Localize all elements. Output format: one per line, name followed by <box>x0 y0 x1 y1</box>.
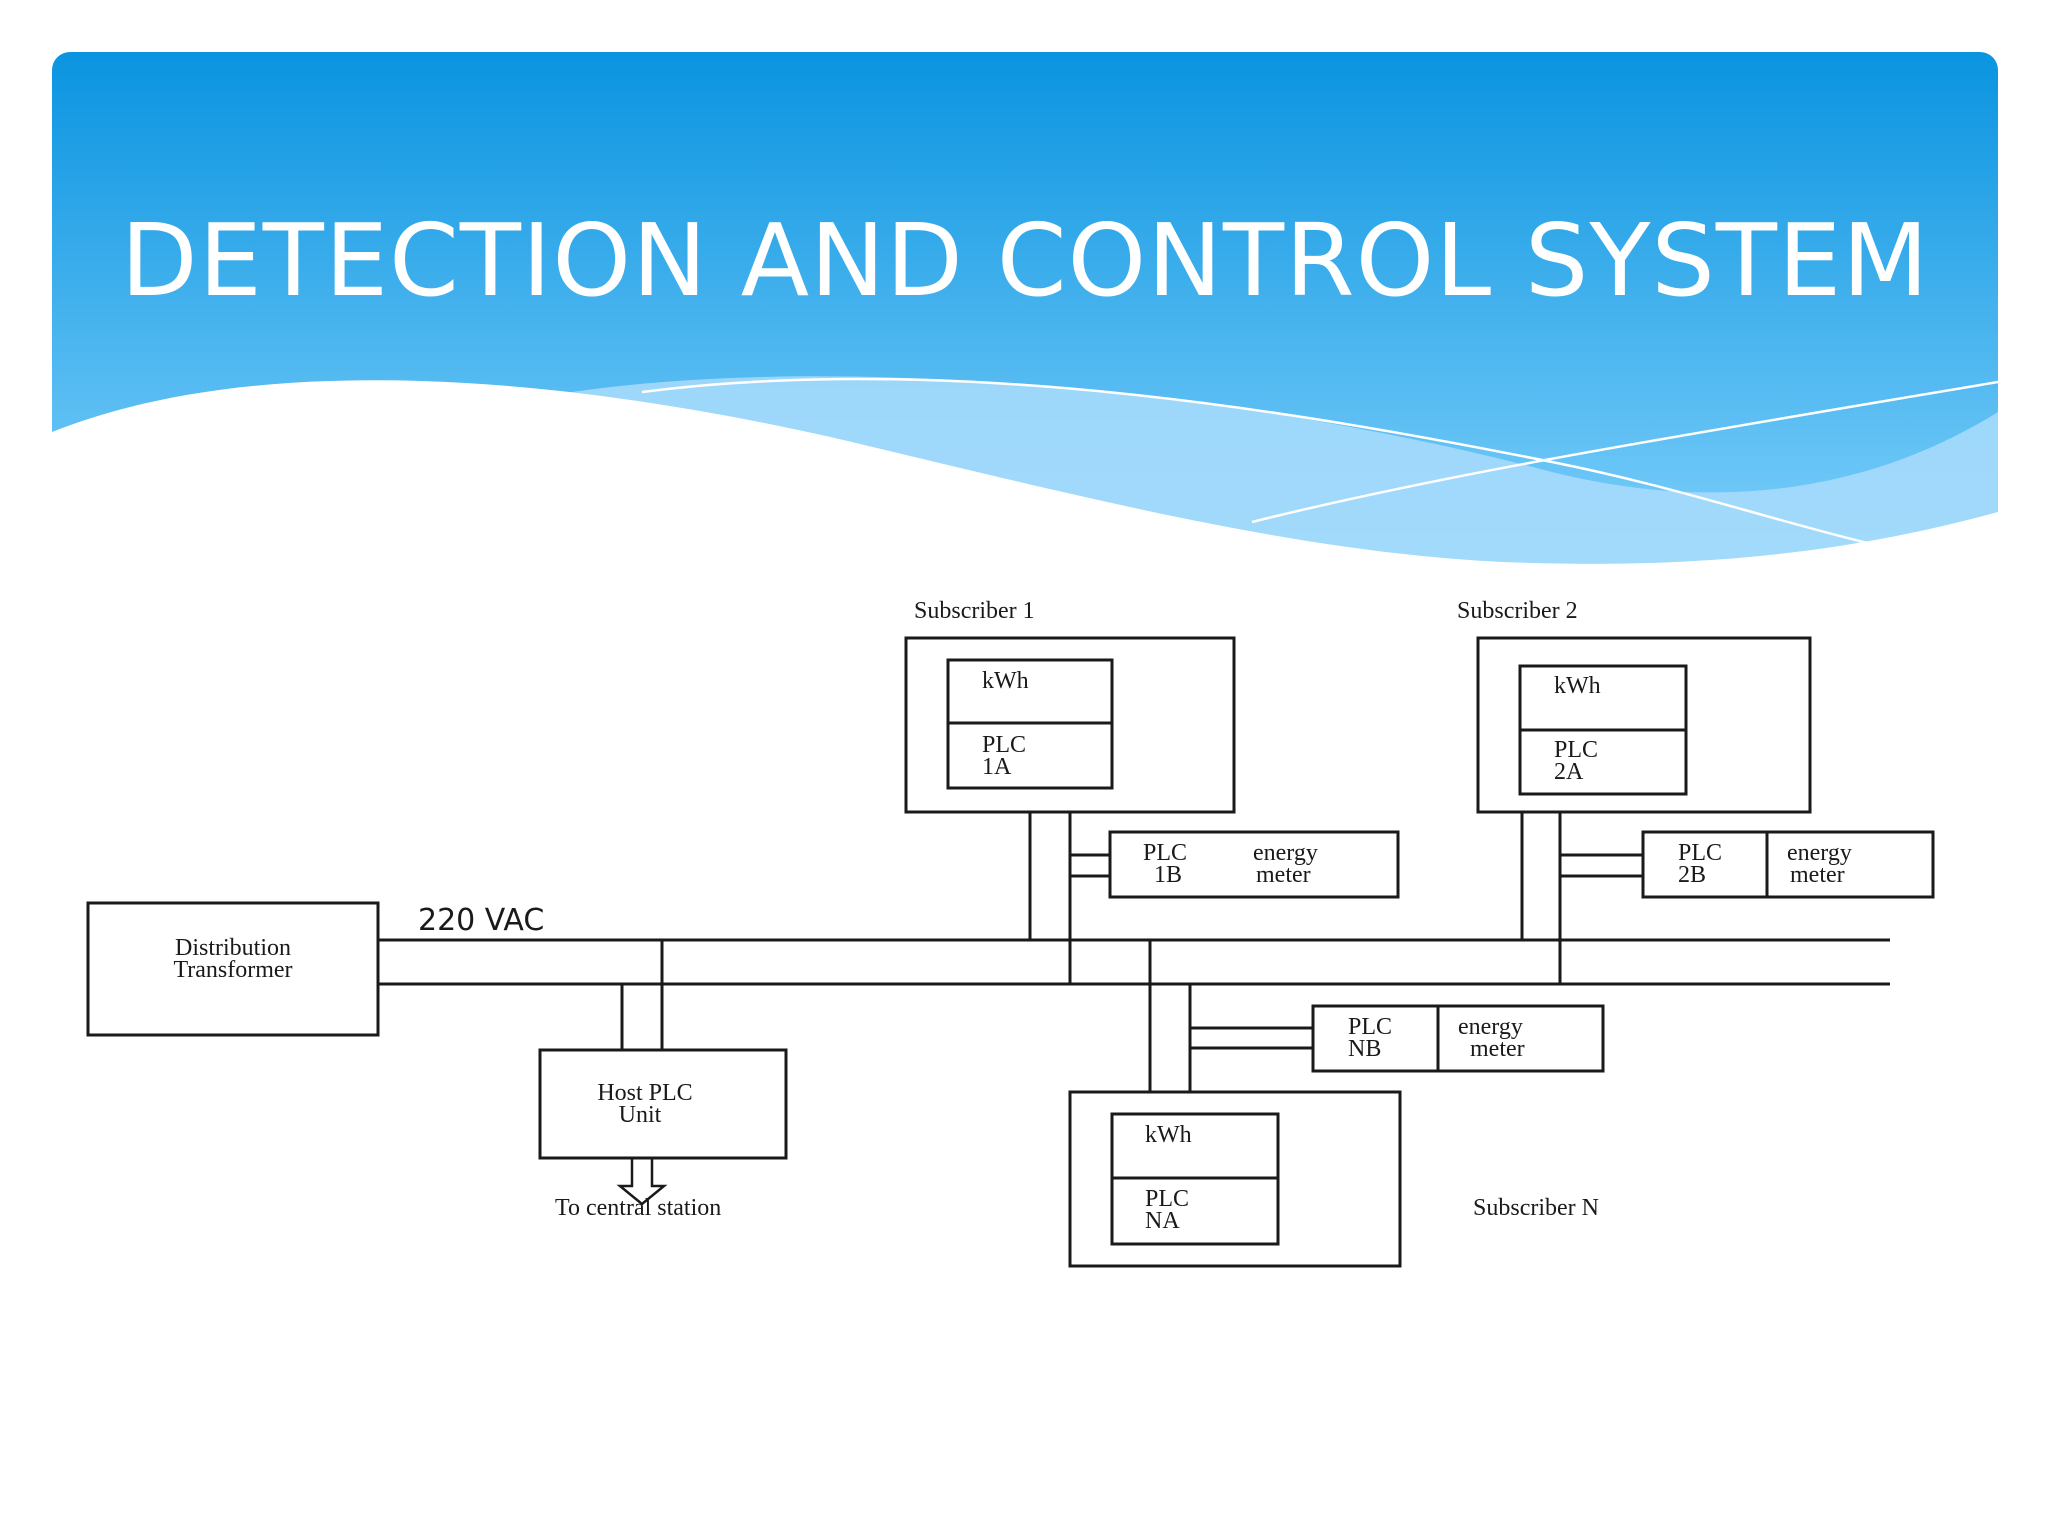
slide-header-banner: DETECTION AND CONTROL SYSTEM <box>52 52 1998 572</box>
plc-2a-label-line1: PLC <box>1554 737 1598 763</box>
subscriber-n-label: Subscriber N <box>1473 1195 1599 1221</box>
subscriber-1-group: Subscriber 1 kWh PLC 1A PLC 1B energy me… <box>904 598 1400 984</box>
plc-nb-meter-box <box>1311 1004 1605 1073</box>
plc-2b-label-line2: 2B <box>1678 862 1706 888</box>
subscriber-2-label: Subscriber 2 <box>1457 598 1578 624</box>
transformer-label-line1: Distribution <box>175 935 291 961</box>
kwh-2-label: kWh <box>1554 673 1601 699</box>
host-plc-unit: Host PLC Unit To central station <box>538 940 788 1221</box>
meter-1b-label-line2: meter <box>1256 862 1311 888</box>
header-background <box>52 52 1998 572</box>
plc-1b-label-line1: PLC <box>1143 840 1187 866</box>
plc-2b-meter-box <box>1641 830 1935 899</box>
slide-title: DETECTION AND CONTROL SYSTEM <box>120 202 1930 319</box>
meter-nb-label-line1: energy <box>1458 1014 1523 1040</box>
meter-2b-label-line2: meter <box>1790 862 1845 888</box>
plc-1b-meter-box <box>1108 830 1400 899</box>
host-label-line1: Host PLC <box>597 1080 692 1106</box>
central-station-label: To central station <box>555 1195 721 1221</box>
subscriber-1-box <box>904 636 1236 814</box>
plc-1a-label-line2: 1A <box>982 754 1012 780</box>
meter-2b-label-line1: energy <box>1787 840 1852 866</box>
subscriber-1-label: Subscriber 1 <box>914 598 1035 624</box>
plc-na-label-line2: NA <box>1145 1208 1180 1234</box>
distribution-transformer: Distribution Transformer <box>86 901 380 1037</box>
transformer-label-line2: Transformer <box>173 957 292 983</box>
subscriber-2-group: Subscriber 2 kWh PLC 2A PLC 2B energy me… <box>1457 598 1935 984</box>
transformer-box <box>86 901 380 1037</box>
host-label-line2: Unit <box>619 1102 662 1128</box>
plc-1a-label-line1: PLC <box>982 732 1026 758</box>
plc-2a-label-line2: 2A <box>1554 759 1584 785</box>
meter-1b-label-line1: energy <box>1253 840 1318 866</box>
wave-white <box>52 380 1998 572</box>
wave-line-1 <box>641 377 1953 564</box>
voltage-label: 220 VAC <box>418 903 544 938</box>
meter-nb-label-line2: meter <box>1470 1036 1525 1062</box>
subscriber-n-group: PLC NB energy meter kWh PLC NA Subscribe… <box>1068 940 1605 1268</box>
plc-na-label-line1: PLC <box>1145 1186 1189 1212</box>
host-plc-box <box>538 1048 788 1160</box>
plc-nb-label-line2: NB <box>1348 1036 1381 1062</box>
subscriber-2-box <box>1476 636 1812 814</box>
plc-nb-label-line1: PLC <box>1348 1014 1392 1040</box>
wave-line-2 <box>1251 380 1998 524</box>
kwh-1-label: kWh <box>982 668 1029 694</box>
plc-2b-label-line1: PLC <box>1678 840 1722 866</box>
plc-1b-label-line2: 1B <box>1154 862 1182 888</box>
kwh-n-label: kWh <box>1145 1122 1192 1148</box>
down-arrow-icon <box>616 1158 668 1206</box>
subscriber-n-box <box>1068 1090 1402 1268</box>
